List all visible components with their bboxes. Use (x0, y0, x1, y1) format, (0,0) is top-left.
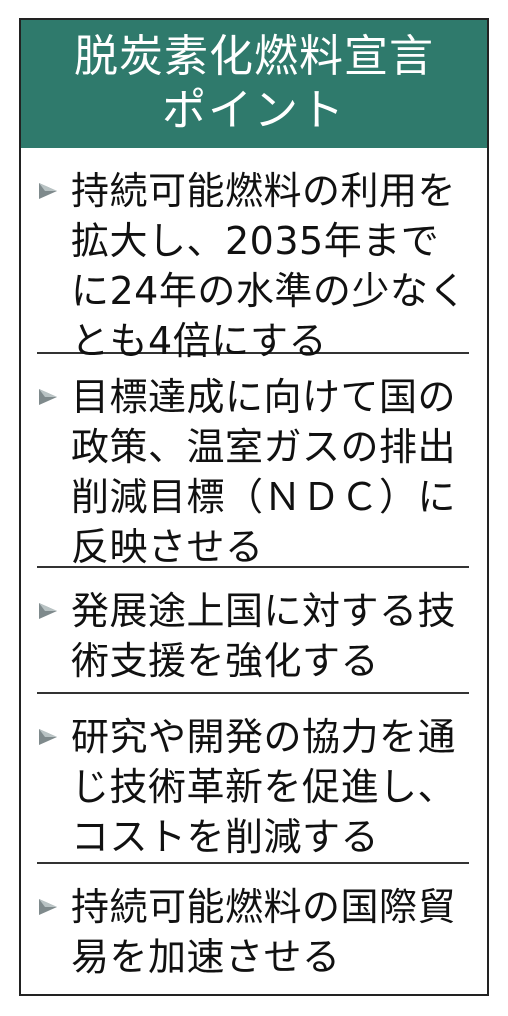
list-item: 発展途上国に対する技術支援を強化する (37, 568, 469, 694)
triangle-right-icon (37, 712, 71, 762)
list-item: 持続可能燃料の国際貿易を加速させる (37, 864, 469, 990)
list-item-text: 持続可能燃料の利用を拡大し、2035年までに24年の水準の少なくとも4倍にする (71, 169, 467, 363)
panel-title: 脱炭素化燃料宣言 (74, 31, 434, 82)
list-item-text: 持続可能燃料の国際貿易を加速させる (71, 885, 457, 979)
points-list: 持続可能燃料の利用を拡大し、2035年までに24年の水準の少なくとも4倍にする … (21, 148, 487, 990)
list-item-text: 研究や開発の協力を通じ技術革新を促進し、コストを削減する (71, 715, 457, 859)
list-item-text: 発展途上国に対する技術支援を強化する (71, 589, 457, 683)
triangle-right-icon (37, 882, 71, 932)
panel-subtitle: ポイント (162, 85, 346, 136)
list-item: 研究や開発の協力を通じ技術革新を促進し、コストを削減する (37, 694, 469, 864)
points-panel: 脱炭素化燃料宣言 ポイント 持続可能燃料の利用を拡大し、2035年までに24年の… (19, 18, 489, 996)
panel-header: 脱炭素化燃料宣言 ポイント (21, 20, 487, 148)
triangle-right-icon (37, 372, 71, 422)
list-item: 持続可能燃料の利用を拡大し、2035年までに24年の水準の少なくとも4倍にする (37, 148, 469, 363)
list-item: 目標達成に向けて国の政策、温室ガスの排出削減目標（ＮＤＣ）に反映させる (37, 354, 469, 569)
list-item-text: 目標達成に向けて国の政策、温室ガスの排出削減目標（ＮＤＣ）に反映させる (71, 375, 457, 569)
triangle-right-icon (37, 586, 71, 636)
triangle-right-icon (37, 166, 71, 216)
